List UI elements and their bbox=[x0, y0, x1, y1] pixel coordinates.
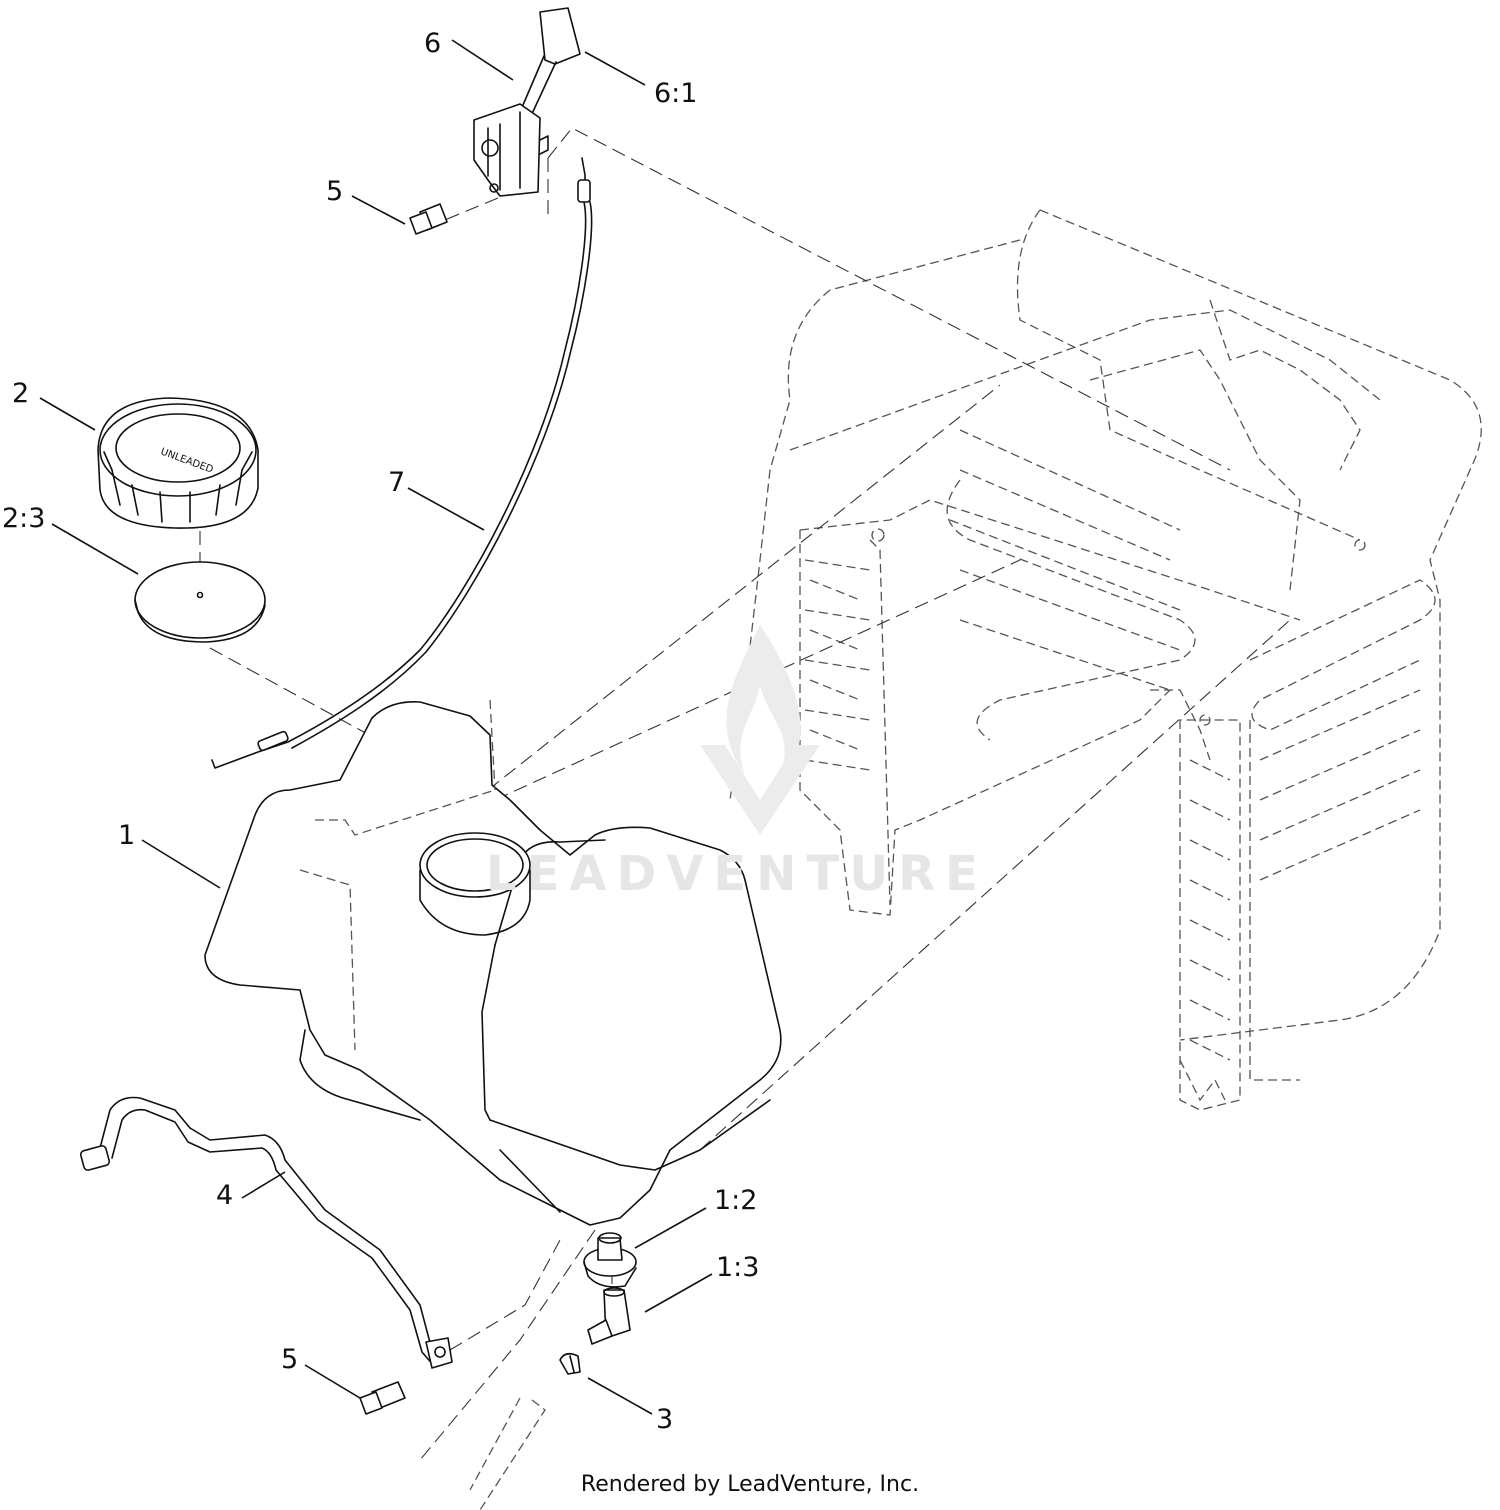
callout-5-lower: 5 bbox=[281, 1344, 299, 1375]
render-credit: Rendered by LeadVenture, Inc. bbox=[580, 1472, 920, 1497]
bolt-lower bbox=[359, 1381, 406, 1415]
ghost-frame bbox=[729, 209, 1482, 1111]
callout-2: 2 bbox=[12, 378, 30, 409]
leader-lines bbox=[39, 39, 713, 1415]
hose-clamp bbox=[559, 1352, 581, 1375]
fuel-hose bbox=[469, 1397, 546, 1510]
elbow-fitting bbox=[587, 1287, 631, 1345]
leadventure-logo-watermark bbox=[700, 625, 820, 835]
callout-2-3: 2:3 bbox=[2, 503, 46, 534]
callout-6: 6 bbox=[424, 28, 442, 59]
callout-1-3: 1:3 bbox=[716, 1252, 760, 1283]
tank-strap bbox=[79, 1096, 453, 1369]
callout-6-1: 6:1 bbox=[654, 78, 698, 109]
callout-5-upper: 5 bbox=[326, 176, 344, 207]
grommet bbox=[583, 1232, 637, 1288]
fuel-cable bbox=[211, 157, 593, 769]
callout-7: 7 bbox=[388, 467, 406, 498]
watermark-text: LEADVENTURE bbox=[486, 846, 988, 902]
callout-3: 3 bbox=[656, 1404, 674, 1435]
fuel-cap: UNLEADED bbox=[97, 397, 259, 529]
bolt-upper bbox=[409, 203, 448, 235]
callout-1-2: 1:2 bbox=[714, 1185, 758, 1216]
callout-4: 4 bbox=[216, 1180, 234, 1211]
fuel-gauge-sender bbox=[473, 7, 581, 197]
fuel-tank bbox=[204, 699, 782, 1226]
cap-gasket bbox=[134, 561, 266, 643]
callout-1: 1 bbox=[118, 820, 136, 851]
